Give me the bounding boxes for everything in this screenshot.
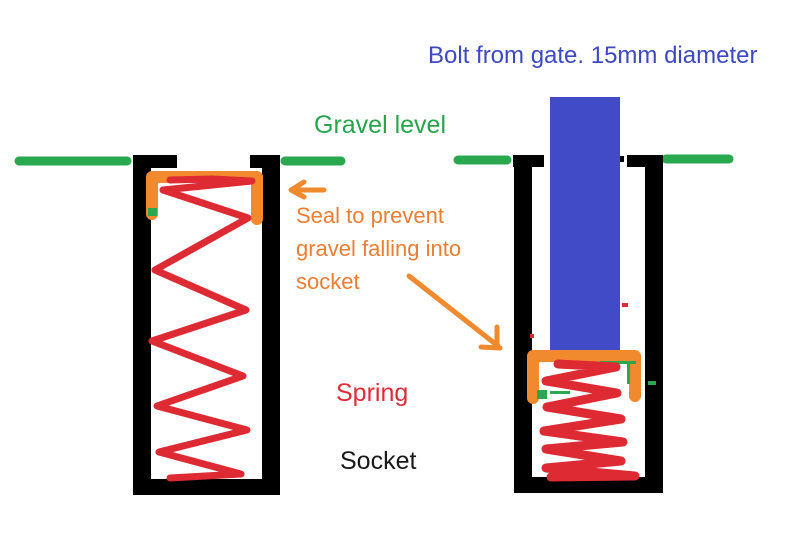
red-paint-specks xyxy=(530,303,628,338)
right-socket-top-speck xyxy=(617,156,624,162)
left-socket-left-wall xyxy=(133,155,151,495)
bolt-title-label: Bolt from gate. 15mm diameter xyxy=(428,42,758,69)
springs xyxy=(148,175,640,482)
left-spring-relaxed xyxy=(148,175,256,482)
seal-note-label: Seal to prevent gravel falling into sock… xyxy=(296,203,462,294)
right-socket-right-wall xyxy=(645,155,663,493)
green-paint-marks xyxy=(148,208,656,399)
left-socket xyxy=(133,155,280,495)
gravel-level-label: Gravel level xyxy=(314,111,446,139)
right-socket-left-wall xyxy=(514,155,532,493)
left-socket-right-wall xyxy=(262,155,280,495)
right-seal-green-square xyxy=(537,390,547,399)
right-socket-left-top-tab xyxy=(513,155,544,167)
right-socket xyxy=(513,155,663,493)
left-socket-right-top-tab xyxy=(250,155,280,168)
right-seal-green-dot-right xyxy=(648,381,656,385)
left-socket-bottom xyxy=(133,479,280,495)
right-seal-green-dash xyxy=(550,391,570,394)
left-socket-left-top-tab xyxy=(133,155,177,168)
right-socket-seal xyxy=(527,350,641,404)
seal-arrow-left-icon xyxy=(288,179,327,200)
right-seal-green-sliver xyxy=(627,362,630,384)
gate-bolt xyxy=(550,97,620,350)
red-speck-left xyxy=(530,334,534,338)
red-speck-right xyxy=(622,303,628,307)
seal-arrow-diagonal-icon xyxy=(406,273,503,351)
right-seal-green-underline xyxy=(600,361,636,364)
gravel-level-lines xyxy=(14,154,734,166)
annotation-arrows xyxy=(288,179,503,351)
right-spring-compressed xyxy=(539,359,640,482)
socket-label: Socket xyxy=(340,447,417,475)
right-socket-right-top-tab xyxy=(627,155,663,167)
spring-label: Spring xyxy=(336,379,409,407)
left-seal-green-mark xyxy=(148,208,157,216)
